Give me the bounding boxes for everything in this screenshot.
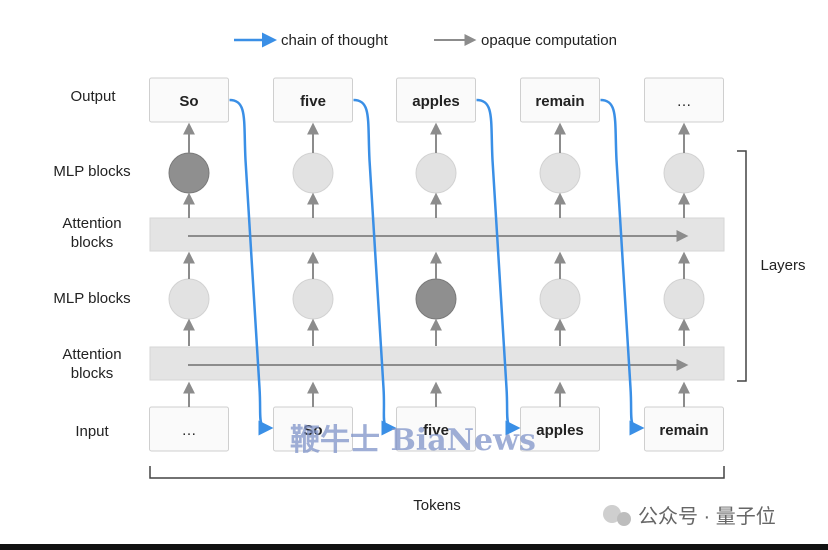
chain-arrow-3 [600, 98, 645, 436]
token-column-3: remain apples [520, 77, 600, 452]
chain-arrow-0 [229, 98, 274, 436]
output-token-label: … [677, 93, 692, 110]
output-token-box [520, 77, 600, 123]
token-column-4: … remain [644, 77, 724, 452]
mlp-node-bottom [663, 278, 705, 320]
output-token-label: remain [535, 93, 584, 110]
input-token-label: remain [659, 422, 708, 439]
mlp-node-bottom [539, 278, 581, 320]
mlp-node-top [292, 152, 334, 194]
row-label-output: Output [70, 88, 116, 105]
output-token-label: five [300, 93, 326, 110]
attention-band-top [149, 217, 725, 252]
output-token-label: apples [412, 93, 460, 110]
chain-arrow-1 [353, 98, 397, 436]
output-token-box [149, 77, 229, 123]
input-token-label: So [303, 422, 322, 439]
layers-label: Layers [760, 257, 805, 274]
row-label-mlp-top: MLP blocks [53, 163, 130, 180]
mlp-node-bottom [168, 278, 210, 320]
row-label-mlp-bottom: MLP blocks [53, 290, 130, 307]
mlp-node-bottom [292, 278, 334, 320]
input-token-label: five [423, 422, 449, 439]
mlp-node-top [415, 152, 457, 194]
legend-opaque-label: opaque computation [481, 32, 617, 49]
output-token-box [396, 77, 476, 123]
tokens-bracket [149, 466, 725, 479]
input-token-label: … [182, 422, 197, 439]
credit-text: 公众号 · 量子位 [638, 505, 776, 528]
output-token-box [644, 77, 724, 123]
chain-arrow-2 [476, 98, 521, 436]
credit: 公众号 · 量子位 [603, 505, 776, 528]
legend-chain-label: chain of thought [281, 32, 389, 49]
mlp-node-top [168, 152, 210, 194]
mlp-node-top [663, 152, 705, 194]
output-token-label: So [179, 93, 198, 110]
watermark-text: 鞭牛士 BiaNews [290, 423, 536, 458]
chain-of-thought-arrows [229, 98, 645, 436]
input-token-label: apples [536, 422, 584, 439]
mlp-node-bottom [415, 278, 457, 320]
token-column-0: So … [149, 77, 229, 452]
legend: chain of thought opaque computation [234, 32, 617, 49]
mlp-node-top [539, 152, 581, 194]
bottom-strip [0, 544, 828, 550]
row-label-input: Input [75, 423, 109, 440]
attention-band-bottom [149, 346, 725, 381]
output-token-box [273, 77, 353, 123]
layers-bracket [737, 150, 747, 382]
tokens-label: Tokens [413, 497, 461, 514]
wechat-icon [603, 505, 621, 523]
token-column-2: apples five [396, 77, 476, 452]
